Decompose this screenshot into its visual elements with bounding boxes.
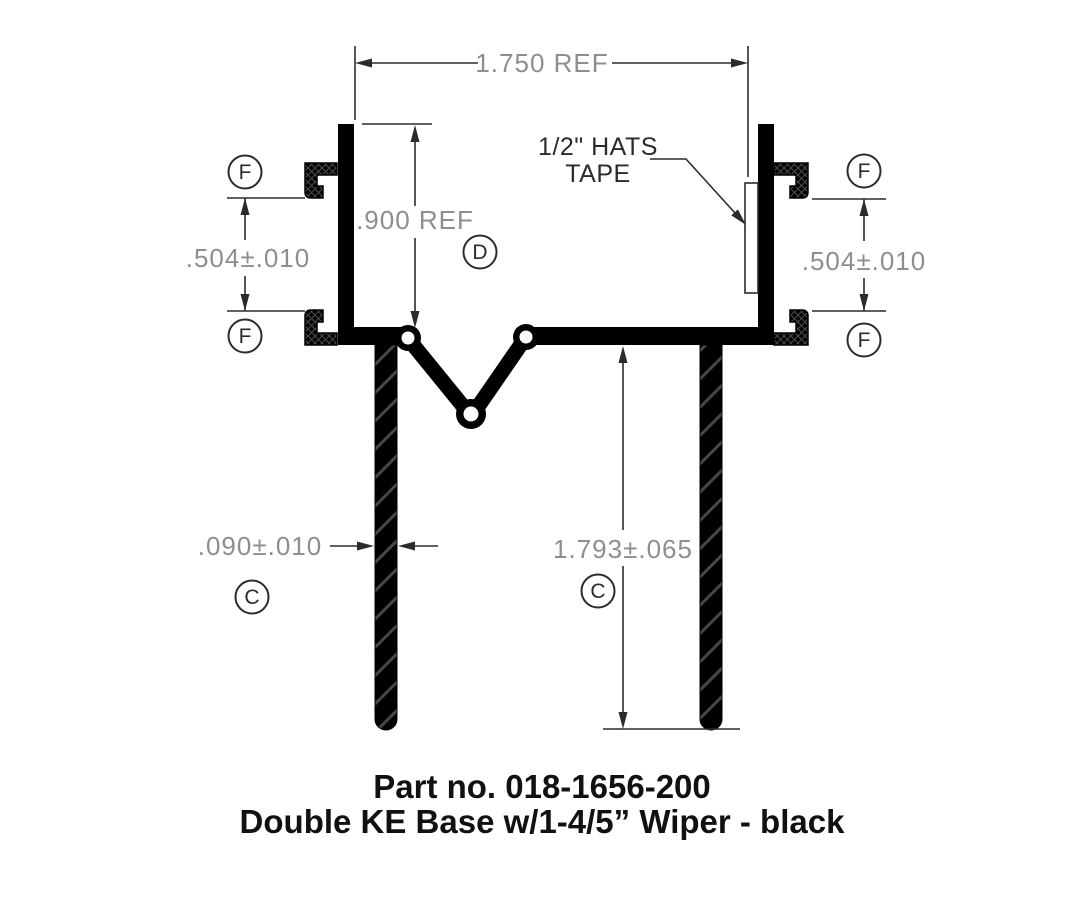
balloon-f-bottom-left: F — [227, 318, 263, 354]
dim-right-hook-gap-label: .504±.010 — [802, 246, 926, 276]
balloon-circle — [227, 318, 263, 354]
profile-left-leg — [374, 344, 398, 731]
profile-right-leg — [699, 344, 723, 731]
balloon-f-top-left: F — [227, 154, 263, 190]
dim-leg-thickness-label: .090±.010 — [198, 531, 322, 561]
profile-hook-bottom-left — [304, 309, 338, 346]
arrow-up-icon — [410, 125, 420, 142]
balloon-circle — [462, 234, 498, 270]
tape-label-line2: TAPE — [565, 160, 630, 188]
tape-outline — [744, 182, 759, 294]
balloon-circle — [234, 579, 270, 615]
balloon-circle — [227, 154, 263, 190]
dim-top-width-label: 1.750 REF — [475, 48, 608, 78]
wiper-left-arm — [402, 333, 475, 419]
balloon-circle — [580, 573, 616, 609]
title-block: Part no. 018-1656-200 Double KE Base w/1… — [240, 768, 846, 840]
wiper-right-arm — [467, 332, 532, 419]
extrusion-profile — [304, 124, 809, 731]
arrow-left-icon — [355, 58, 372, 68]
wiper-right-bulb-hole — [519, 330, 533, 344]
balloon-circle — [846, 153, 882, 189]
arrow-up-icon — [240, 198, 250, 215]
balloon-c-right: C — [580, 573, 616, 609]
balloon-letter: D — [472, 241, 487, 264]
balloon-f-top-right: F — [846, 153, 882, 189]
profile-right-wall — [758, 124, 774, 345]
balloon-f-bottom-right: F — [846, 322, 882, 358]
balloon-letter: C — [590, 580, 605, 603]
profile-hook-top-right — [773, 162, 809, 199]
leader-arrow-icon — [731, 209, 746, 225]
leader-line — [650, 158, 736, 214]
balloon-d: D — [462, 234, 498, 270]
balloon-letter: F — [858, 329, 871, 352]
wiper-left-bulb-hole — [401, 331, 415, 345]
arrow-right-icon — [357, 541, 374, 551]
profile-hook-bottom-right — [773, 309, 809, 346]
balloon-letter: F — [239, 325, 252, 348]
profile-left-wall — [338, 124, 354, 345]
balloon-letter: C — [244, 586, 259, 609]
hats-tape-callout: 1/2" HATS TAPE — [538, 133, 759, 294]
dim-channel-height-label: .900 REF — [356, 205, 474, 235]
balloon-c-left: C — [234, 579, 270, 615]
tape-label-line1: 1/2" HATS — [538, 133, 658, 161]
dim-left-hook-gap: .504±.010 — [186, 197, 310, 312]
arrow-up-icon — [618, 346, 628, 363]
profile-base-right-segment — [526, 327, 774, 345]
balloon-letter: F — [858, 160, 871, 183]
arrow-down-icon — [410, 311, 420, 328]
dim-left-hook-gap-label: .504±.010 — [186, 243, 310, 273]
arrow-right-icon — [731, 58, 748, 68]
balloon-letter: F — [239, 161, 252, 184]
arrow-left-icon — [398, 541, 415, 551]
dim-leg-length-label: 1.793±.065 — [553, 534, 693, 564]
arrow-down-icon — [859, 294, 869, 311]
dim-top-width: 1.750 REF — [354, 46, 749, 177]
dim-channel-height: .900 REF — [356, 123, 474, 328]
profile-base-left-segment — [338, 327, 408, 345]
arrow-down-icon — [240, 294, 250, 311]
dim-leg-length: 1.793±.065 — [553, 346, 740, 730]
profile-hook-top-left — [304, 162, 338, 199]
arrow-down-icon — [618, 712, 628, 729]
balloon-circle — [846, 322, 882, 358]
part-number-line: Part no. 018-1656-200 — [373, 768, 711, 805]
dim-leg-thickness: .090±.010 — [198, 531, 438, 561]
dim-right-hook-gap: .504±.010 — [802, 198, 926, 312]
arrow-up-icon — [859, 199, 869, 216]
wiper-bottom-bulb-hole — [463, 406, 479, 422]
part-description-line: Double KE Base w/1-4/5” Wiper - black — [240, 803, 846, 840]
